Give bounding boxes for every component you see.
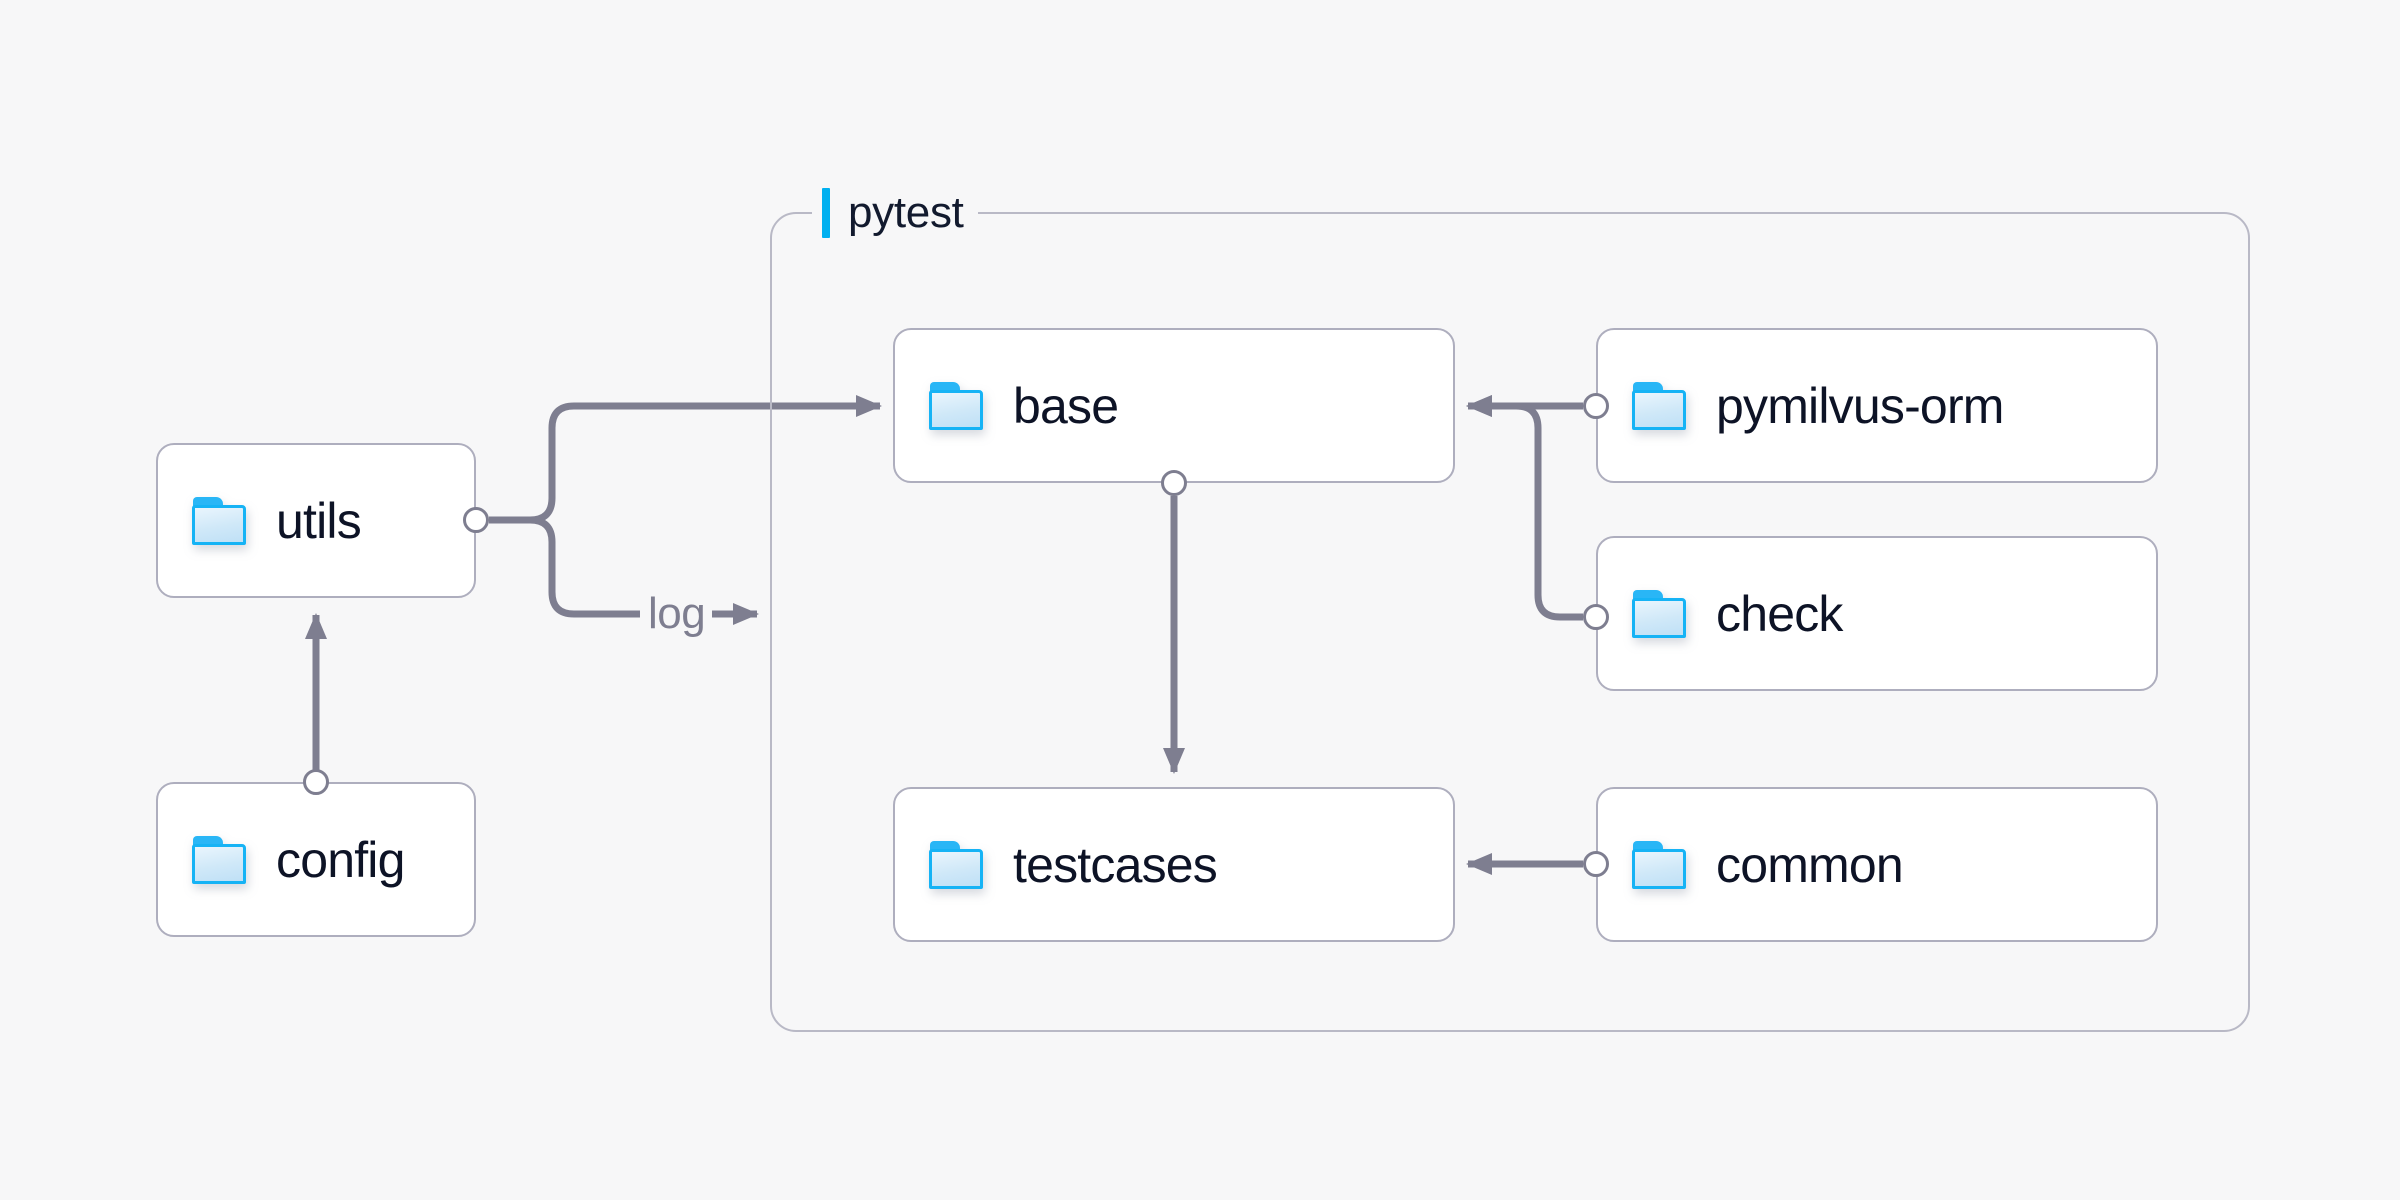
group-pytest-label: pytest [812, 186, 978, 240]
edge-utils-to-log [529, 516, 640, 618]
port-pymilvus-orm-left[interactable] [1583, 393, 1609, 419]
node-pymilvus-orm[interactable]: pymilvus-orm [1596, 328, 2158, 483]
folder-icon [1632, 589, 1688, 638]
node-config[interactable]: config [156, 782, 476, 937]
folder-icon [1632, 840, 1688, 889]
node-pymilvus-orm-label: pymilvus-orm [1716, 377, 2004, 434]
group-title-text: pytest [848, 188, 964, 237]
node-check[interactable]: check [1596, 536, 2158, 691]
group-accent-bar [822, 188, 830, 238]
folder-icon [192, 496, 248, 545]
node-utils-label: utils [276, 492, 362, 549]
port-base-bottom[interactable] [1161, 470, 1187, 496]
node-utils[interactable]: utils [156, 443, 476, 598]
edge-label-log: log [648, 589, 706, 638]
group-pytest[interactable] [770, 212, 2250, 1032]
node-config-label: config [276, 831, 405, 888]
node-base-label: base [1013, 377, 1119, 434]
node-check-label: check [1716, 585, 1843, 642]
node-testcases[interactable]: testcases [893, 787, 1455, 942]
folder-icon [192, 835, 248, 884]
folder-icon [929, 840, 985, 889]
port-config-top[interactable] [303, 769, 329, 795]
port-utils-right[interactable] [463, 507, 489, 533]
port-check-left[interactable] [1583, 604, 1609, 630]
folder-icon [1632, 381, 1688, 430]
node-base[interactable]: base [893, 328, 1455, 483]
folder-icon [929, 381, 985, 430]
port-common-left[interactable] [1583, 851, 1609, 877]
node-testcases-label: testcases [1013, 836, 1218, 893]
node-common[interactable]: common [1596, 787, 2158, 942]
node-common-label: common [1716, 836, 1904, 893]
